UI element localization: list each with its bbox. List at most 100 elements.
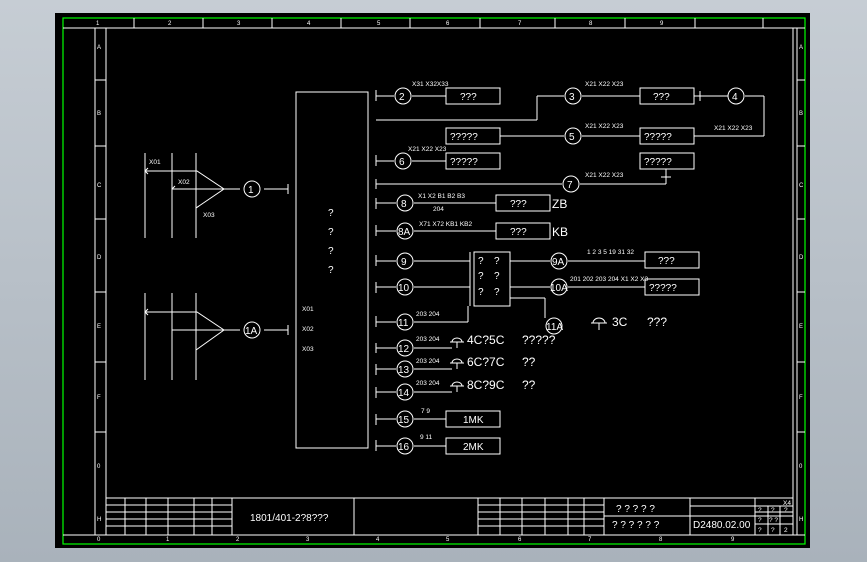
node-13 (396, 360, 414, 378)
node-10a (550, 278, 568, 296)
circuit-row-3-4 (376, 87, 765, 136)
node-6 (394, 152, 412, 170)
col-label: 8 (589, 21, 593, 27)
row-label: C (799, 183, 804, 189)
node-1a-label: 1A (245, 326, 258, 337)
left-ruler-labels: A B C D E F 0 H (97, 45, 102, 523)
matrix-cell: ? (494, 271, 500, 282)
wire-label: X31 X32X33 (412, 81, 449, 88)
circuit-row-6 (375, 152, 501, 170)
outer-border (62, 17, 806, 545)
col-label: 2 (236, 537, 240, 543)
col-label: 4 (307, 21, 311, 27)
central-controller-box (295, 91, 369, 449)
row-label: E (97, 324, 101, 330)
center-box-input: X02 (302, 326, 314, 333)
row-label: E (799, 324, 803, 330)
node-1a (243, 321, 261, 339)
relay-symbol-11a (591, 317, 607, 330)
row-label: A (799, 45, 803, 51)
node-15-label: 15 (398, 415, 410, 426)
col-label: 6 (518, 537, 522, 543)
relay-text: ????? (522, 333, 556, 347)
box-label: ????? (450, 132, 478, 143)
top-ruler (63, 18, 805, 29)
box-label: ??? (653, 92, 670, 103)
node-3 (564, 87, 582, 105)
node-8-label: 8 (401, 199, 407, 210)
box-suffix: ZB (552, 197, 567, 211)
matrix-cell: ? (494, 287, 500, 298)
row-label: D (799, 255, 804, 261)
wire-label: 203 204 (416, 380, 440, 387)
box-label: 1MK (463, 415, 484, 426)
col-label: 3 (237, 21, 241, 27)
wire-label: 203 204 (416, 311, 440, 318)
title-block-cell: ? ? (769, 517, 778, 524)
wire-label: 204 (433, 206, 444, 213)
top-ruler-labels: 1 2 3 4 5 6 7 8 9 (96, 21, 664, 27)
col-label: 3 (306, 537, 310, 543)
col-label: 5 (377, 21, 381, 27)
row-label: 0 (799, 464, 803, 470)
bottom-ruler: 0 1 2 3 4 5 6 7 8 9 (63, 534, 805, 543)
relay-text: ??? (647, 315, 667, 329)
node-16 (396, 437, 414, 455)
center-box-mark: ? (328, 246, 334, 257)
center-box-input: X01 (302, 306, 314, 313)
circuit-row-2 (375, 87, 501, 105)
row-label: F (799, 395, 803, 401)
wire-label: X21 X22 X23 (585, 123, 624, 130)
wire-label: 7 9 (421, 408, 430, 415)
node-10-label: 10 (398, 283, 410, 294)
wire-label: X1 X2 B1 B2 B3 (418, 193, 465, 200)
node-7 (562, 175, 580, 193)
circuit-row-7 (375, 152, 695, 189)
node-9a-label: 9A (552, 257, 565, 268)
wire-label: X21 X22 X23 (585, 81, 624, 88)
row-label: F (97, 395, 101, 401)
node-9-label: 9 (401, 257, 407, 268)
wire-label: 9 11 (420, 434, 433, 441)
wire-label: 203 204 (416, 358, 440, 365)
left-switch-group-top (144, 153, 289, 238)
col-label: 1 (96, 21, 100, 27)
box-label: 2MK (463, 442, 484, 453)
wire-label: 203 204 (416, 336, 440, 343)
col-label: 8 (659, 537, 663, 543)
node-15 (396, 410, 414, 428)
node-5 (564, 127, 582, 145)
box-label: ????? (644, 132, 672, 143)
row-label: D (97, 255, 102, 261)
title-block (106, 497, 793, 535)
wire-label: X21 X22 X23 (585, 172, 624, 179)
col-label: 9 (660, 21, 664, 27)
box-label: ??? (460, 92, 477, 103)
col-label: 0 (97, 537, 101, 543)
drawing-background (55, 13, 810, 548)
relay-text: 4C?5C (467, 333, 505, 347)
left-switch-group-bottom (144, 293, 289, 380)
circuit-row-9-10 (375, 251, 700, 327)
node-9a (550, 252, 568, 270)
row-label: C (97, 183, 102, 189)
node-1 (243, 180, 261, 198)
right-ruler-labels: A B C D E F 0 H (799, 45, 804, 523)
node-6-label: 6 (399, 157, 405, 168)
box-label: ??? (510, 227, 527, 238)
col-label: 6 (446, 21, 450, 27)
node-14-label: 14 (398, 388, 410, 399)
node-2 (394, 87, 412, 105)
circuit-row-5 (445, 127, 764, 145)
title-block-field: ? ? ? ? ? (616, 504, 655, 515)
node-11 (396, 313, 414, 331)
col-label: 1 (166, 537, 170, 543)
drawing-code: D2480.02.00 (693, 520, 751, 531)
node-4-label: 4 (732, 92, 738, 103)
center-box-mark: ? (328, 265, 334, 276)
node-14 (396, 383, 414, 401)
node-10a-label: 10A (550, 283, 568, 294)
node-16-label: 16 (398, 442, 410, 453)
scale-label: X4 (783, 500, 791, 507)
